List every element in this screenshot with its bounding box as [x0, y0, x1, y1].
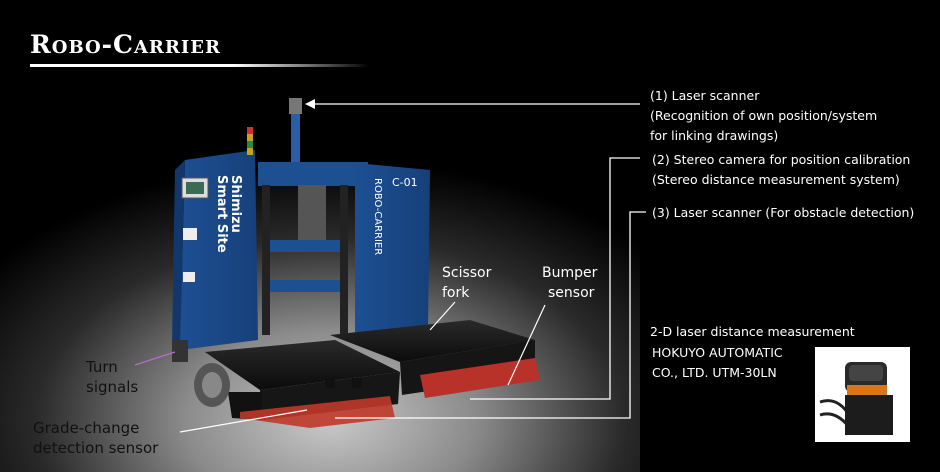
callout-1-line-1: (1) Laser scanner	[650, 88, 760, 103]
sensor-info-line-2: HOKUYO AUTOMATIC	[652, 345, 783, 360]
callout-1-line-3: for linking drawings)	[650, 128, 779, 143]
scissor-label-1: Scissor	[442, 265, 492, 281]
brand-text-2: Smart Site	[214, 175, 229, 253]
title-underline	[30, 64, 370, 67]
robot-right-tower: ROBO-CARRIER C-01	[355, 163, 430, 340]
turn-label-1: Turn	[86, 358, 118, 376]
callout-1-line-2: (Recognition of own position/system	[650, 108, 878, 123]
part-pointer-lines	[179, 301, 546, 433]
page-title: Robo-Carrier	[30, 30, 221, 59]
grade-label-1: Grade-change	[33, 419, 140, 437]
bumper-label-2: sensor	[548, 285, 595, 301]
grade-label-2: detection sensor	[33, 439, 159, 457]
model-text: ROBO-CARRIER	[372, 178, 383, 255]
robot-central-frame	[258, 162, 368, 335]
sensor-info-line-1: 2-D laser distance measurement	[650, 324, 855, 339]
turn-label-2: signals	[86, 378, 139, 396]
sensor-info-line-3: CO., LTD. UTM-30LN	[652, 365, 777, 380]
scissor-fork-front	[205, 340, 400, 428]
turn-signal	[172, 340, 188, 362]
laser-sensor-icon	[819, 362, 893, 435]
callout-lines	[312, 103, 646, 419]
callout-2-line-2: (Stereo distance measurement system)	[652, 172, 900, 187]
laser-sensor-photo	[815, 347, 910, 442]
callout-3-line-1: (3) Laser scanner (For obstacle detectio…	[652, 205, 915, 220]
scissor-label-2: fork	[442, 285, 470, 301]
brand-text: Shimizu	[228, 175, 243, 233]
robot-left-tower: Shimizu Smart Site	[172, 150, 258, 350]
laser-scanner-top	[289, 98, 302, 114]
bumper-label-1: Bumper	[542, 265, 598, 281]
unit-text: C-01	[392, 176, 418, 189]
laser-scanner-mast	[291, 112, 300, 164]
turn-signal-pointer	[134, 351, 176, 366]
callout-2-line-1: (2) Stereo camera for position calibrati…	[652, 152, 911, 167]
scissor-fork-back	[330, 320, 540, 398]
